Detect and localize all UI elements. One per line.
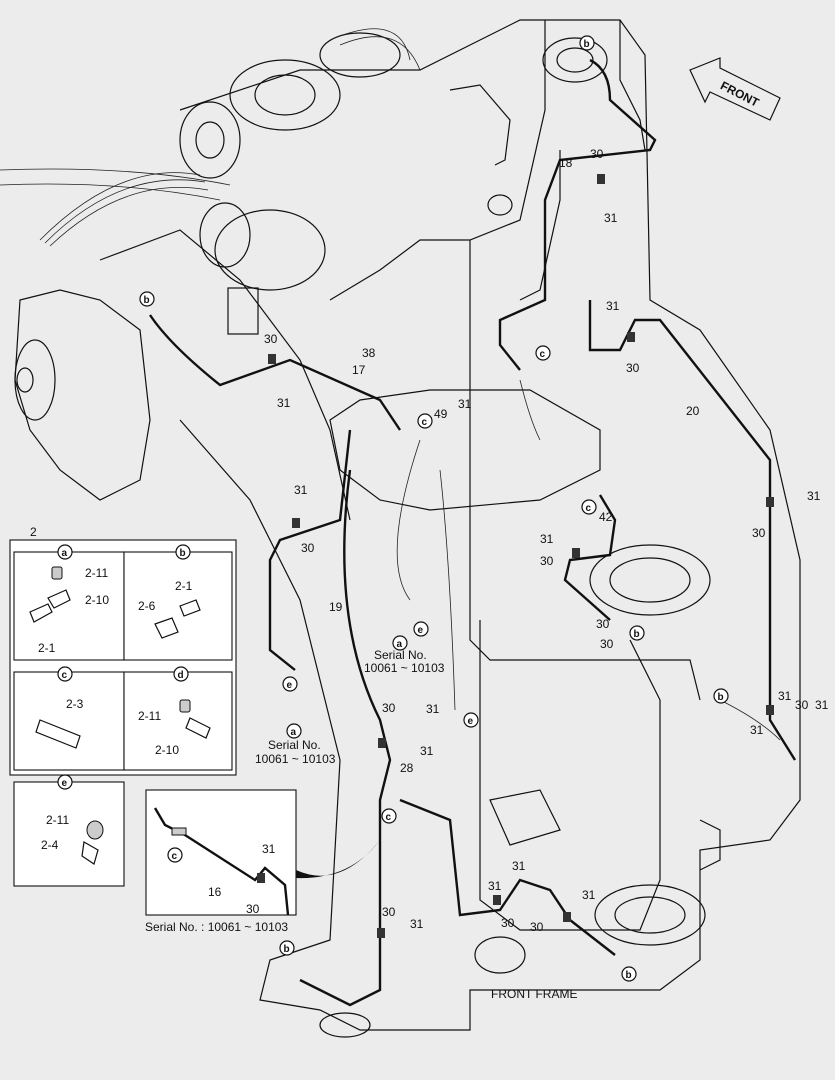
part-number: 2-4 [41,838,59,852]
callout-label: 31 [778,689,792,703]
part-number: 2-6 [138,599,156,613]
part-number: 2-10 [155,743,179,757]
callout-label: 30 [626,361,640,375]
serial-note-line: 10061 ~ 10103 [364,661,445,675]
callout-label: 30 [540,554,554,568]
part-number: 2-10 [85,593,109,607]
callout-label: 31 [815,698,829,712]
part-number: 2-11 [46,813,69,827]
callout-label: 30 [501,916,515,930]
callout-label: 30 [246,902,260,916]
callout-label: 17 [352,363,366,377]
marker-letter: e [287,680,293,691]
marker-letter: b [284,944,290,955]
callout-label: 16 [208,885,222,899]
callout-label: 30 [596,617,610,631]
callout-label: 30 [301,541,315,555]
marker-letter: b [634,629,640,640]
detail-group-label: 2 [30,525,37,539]
serial-note-line: 10061 ~ 10103 [255,752,336,766]
marker-letter: c [540,349,546,360]
detail-tag: c [62,670,68,681]
callout-label: 30 [382,905,396,919]
marker-letter: b [144,295,150,306]
marker-letter: c [586,503,592,514]
callout-label: 31 [294,483,308,497]
callout-labels: 30 31 18 31 30 20 38 30 31 17 49 31 42 3… [264,147,829,934]
callout-label: 31 [750,723,764,737]
callout-label: 42 [599,510,613,524]
callout-label: 38 [362,346,376,360]
detail-tag: a [62,548,68,559]
marker-letter: b [718,692,724,703]
callout-label: 30 [382,701,396,715]
marker-letter: b [626,970,632,981]
callout-label: 49 [434,407,448,421]
callout-label: 31 [262,842,276,856]
part-number: 2-11 [85,566,108,580]
connection-markers: b b c c c b a e e e a b c b b [139,35,729,982]
callout-label: 31 [807,489,821,503]
detail-tag: b [180,548,186,559]
callout-label: 31 [540,532,554,546]
callout-label: 30 [795,698,809,712]
marker-letter: e [468,716,474,727]
marker-letter: a [291,727,297,738]
front-frame-outline [0,19,801,1038]
front-direction-label: FRONT [718,78,762,110]
callout-label: 30 [530,920,544,934]
marker-letter: a [397,639,403,650]
marker-letter: b [584,39,590,50]
part-number: 2-1 [38,641,56,655]
inset-serial-note: Serial No. : 10061 ~ 10103 [145,920,288,934]
callout-label: 31 [606,299,620,313]
callout-label: 31 [410,917,424,931]
clip-markers [257,174,774,938]
part-number: 2-11 [138,709,161,723]
serial-note-line: Serial No. [268,738,321,752]
marker-letter: c [422,417,428,428]
callout-label: 31 [426,702,440,716]
callout-label: 28 [400,761,414,775]
serial-note-line: Serial No. [374,648,427,662]
front-arrow-icon [689,57,781,121]
callout-label: 30 [264,332,278,346]
callout-label: 18 [559,156,573,170]
detail-tag: e [62,778,68,789]
marker-letter: c [386,812,392,823]
callout-label: 30 [600,637,614,651]
callout-label: 31 [277,396,291,410]
callout-label: 30 [752,526,766,540]
detail-parts-panel: 2 a 2-11 2-10 2-1 b 2-1 2-6 c 2-3 d 2-11… [9,525,237,887]
marker-letter: c [172,851,178,862]
callout-label: 20 [686,404,700,418]
callout-label: 31 [488,879,502,893]
callout-label: 31 [458,397,472,411]
part-number: 2-1 [175,579,193,593]
callout-label: 19 [329,600,343,614]
serial-inset: c 31 16 30 Serial No. : 10061 ~ 10103 [145,789,380,934]
callout-label: 31 [582,888,596,902]
footer-label: FRONT FRAME [491,987,577,1001]
callout-label: 31 [512,859,526,873]
callout-label: 31 [420,744,434,758]
detail-tag: d [178,670,184,681]
callout-label: 30 [590,147,604,161]
callout-label: 31 [604,211,618,225]
marker-letter: e [418,625,424,636]
part-number: 2-3 [66,697,84,711]
